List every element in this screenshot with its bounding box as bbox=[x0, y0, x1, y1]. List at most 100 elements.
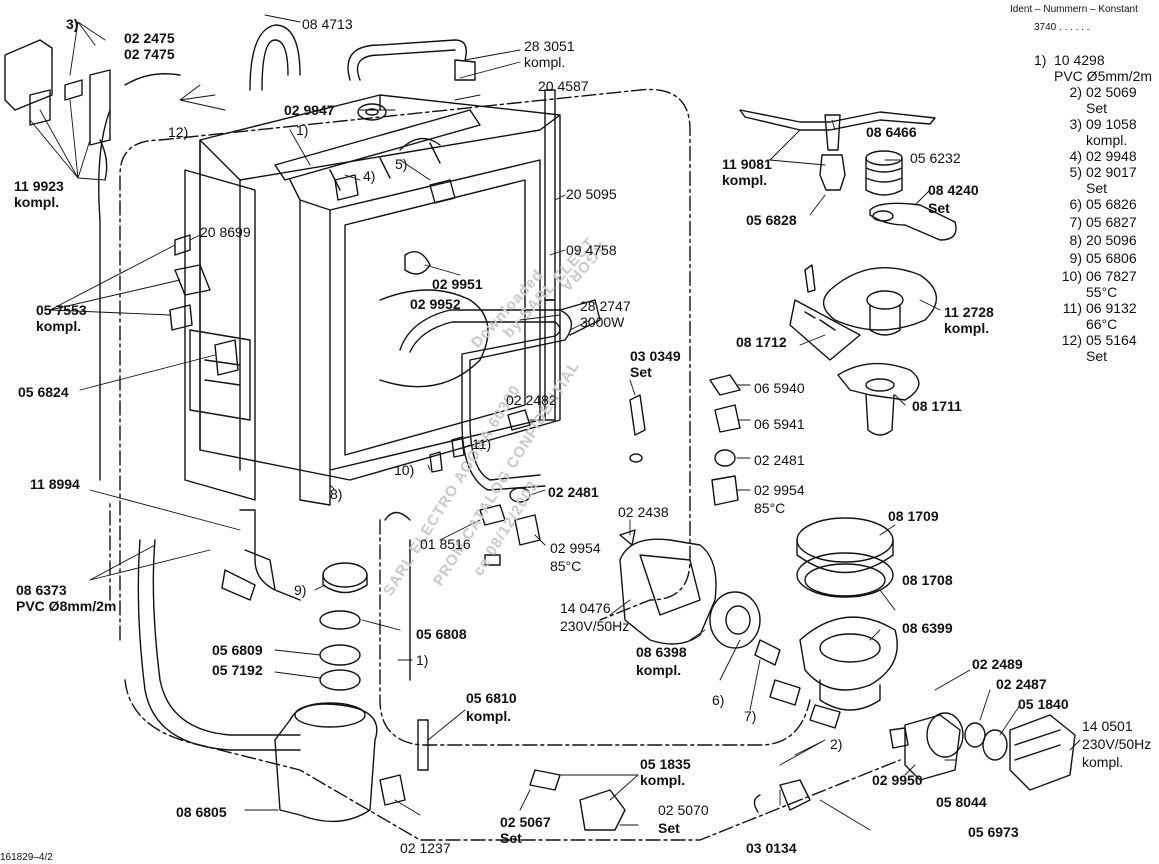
base-outline-lower bbox=[379, 519, 811, 746]
part-094758: 09 4758 bbox=[566, 242, 617, 258]
part-283051: 28 3051 bbox=[524, 38, 575, 54]
tub bbox=[184, 94, 561, 506]
part-084240: 08 4240 bbox=[928, 182, 979, 198]
legend-part: 06 7827 bbox=[1086, 268, 1137, 284]
part-084713: 08 4713 bbox=[302, 16, 353, 32]
part-086466: 08 6466 bbox=[866, 124, 917, 140]
legend-part: 02 5069 bbox=[1086, 84, 1137, 100]
part-058044: 05 8044 bbox=[936, 794, 987, 810]
part-051835-kompl: kompl. bbox=[640, 772, 686, 788]
part-029954-center: 02 9954 bbox=[550, 540, 601, 556]
part-086373: 08 6373 bbox=[16, 582, 67, 598]
legend-note: 66°C bbox=[1086, 316, 1118, 332]
legend-part: 02 9948 bbox=[1086, 148, 1137, 164]
legend-num: 11) bbox=[1062, 300, 1082, 316]
part-065941: 06 5941 bbox=[754, 416, 805, 432]
pump-sump bbox=[274, 511, 429, 823]
top-hoses bbox=[249, 24, 556, 421]
legend-note: kompl. bbox=[1086, 132, 1128, 148]
drain-pump bbox=[619, 538, 841, 729]
part-025070-set: Set bbox=[658, 820, 680, 836]
part-140501-kompl: kompl. bbox=[1082, 754, 1124, 770]
part-140501: 14 0501 bbox=[1082, 718, 1133, 734]
legend-num: 1) bbox=[1034, 52, 1047, 68]
callout-3: 3) bbox=[66, 16, 79, 32]
legend-note: Set bbox=[1086, 100, 1108, 116]
legend-num: 9) bbox=[1069, 250, 1082, 266]
left-hoses bbox=[98, 73, 301, 751]
legend-num: 5) bbox=[1069, 164, 1082, 180]
part-140501-voltage: 230V/50Hz bbox=[1082, 736, 1152, 752]
drawing-number: 161829–4/2 bbox=[0, 852, 53, 863]
center-small-parts bbox=[334, 174, 811, 831]
callout-5: 5) bbox=[395, 156, 408, 172]
part-022481-center: 02 2481 bbox=[548, 484, 599, 500]
part-119081: 11 9081 bbox=[722, 156, 772, 172]
callout-10: 10) bbox=[394, 462, 415, 478]
legend-num: 7) bbox=[1069, 214, 1082, 230]
part-027475: 02 7475 bbox=[124, 46, 175, 62]
filter-assembly bbox=[796, 517, 898, 711]
callout-8: 8) bbox=[330, 486, 343, 502]
part-056808: 05 6808 bbox=[416, 626, 467, 642]
part-204587: 20 4587 bbox=[538, 78, 589, 94]
legend-num: 6) bbox=[1069, 196, 1082, 212]
part-081709: 08 1709 bbox=[888, 508, 939, 524]
heater-element bbox=[399, 299, 601, 491]
part-029952: 02 9952 bbox=[410, 296, 461, 312]
legend-note: 55°C bbox=[1086, 284, 1118, 300]
callout-6: 6) bbox=[712, 692, 725, 708]
legend-part: 05 5164 bbox=[1086, 332, 1137, 348]
part-022482: 02 2482 bbox=[506, 392, 557, 408]
part-205095: 20 5095 bbox=[566, 186, 617, 202]
legend-num: 12) bbox=[1061, 332, 1082, 348]
part-022438: 02 2438 bbox=[618, 504, 669, 520]
part-208699: 20 8699 bbox=[200, 224, 251, 240]
legend-part: 05 6806 bbox=[1086, 250, 1137, 266]
part-056973: 05 6973 bbox=[968, 824, 1019, 840]
leader-lines bbox=[29, 14, 1081, 831]
part-119081-kompl: kompl. bbox=[722, 172, 768, 188]
part-025070: 02 5070 bbox=[658, 802, 709, 818]
part-051835: 05 1835 bbox=[640, 756, 691, 772]
callout-12: 12) bbox=[168, 124, 189, 140]
legend-part: 05 6827 bbox=[1086, 214, 1137, 230]
callout-2: 2) bbox=[830, 736, 843, 752]
part-065940: 06 5940 bbox=[754, 380, 805, 396]
legend-note: PVC Ø5mm/2m bbox=[1054, 68, 1153, 84]
part-086373-spec: PVC Ø8mm/2m bbox=[16, 598, 117, 614]
part-112728: 11 2728 bbox=[944, 304, 994, 320]
part-057553-kompl: kompl. bbox=[36, 318, 82, 334]
part-025067: 02 5067 bbox=[500, 814, 551, 830]
legend-num: 3) bbox=[1069, 116, 1082, 132]
part-056809: 05 6809 bbox=[212, 642, 263, 658]
ident-number: 3740 . . . . . . bbox=[1034, 22, 1090, 33]
part-056810-kompl: kompl. bbox=[466, 708, 512, 724]
part-081708: 08 1708 bbox=[902, 572, 953, 588]
part-057553: 05 7553 bbox=[36, 302, 87, 318]
base-outline bbox=[109, 88, 901, 841]
callout-1-top: 1) bbox=[296, 122, 309, 138]
part-140476-voltage: 230V/50Hz bbox=[560, 618, 630, 634]
part-282747: 28 2747 bbox=[580, 298, 631, 314]
part-056828: 05 6828 bbox=[746, 212, 797, 228]
legend-part: 02 9017 bbox=[1086, 164, 1137, 180]
callout-7: 7) bbox=[744, 708, 757, 724]
part-119923-kompl: kompl. bbox=[14, 194, 60, 210]
part-051840: 05 1840 bbox=[1018, 696, 1069, 712]
part-021237: 02 1237 bbox=[400, 840, 451, 856]
left-valve-parts bbox=[4, 39, 239, 376]
part-030134: 03 0134 bbox=[746, 840, 797, 856]
part-081712: 08 1712 bbox=[736, 334, 787, 350]
part-029954-center-temp: 85°C bbox=[550, 558, 582, 574]
legend-part: 20 5096 bbox=[1086, 232, 1137, 248]
part-030349-set: Set bbox=[630, 364, 652, 380]
part-029950: 02 9950 bbox=[872, 772, 923, 788]
part-140476: 14 0476 bbox=[560, 600, 611, 616]
part-030349: 03 0349 bbox=[630, 348, 681, 364]
legend-note: Set bbox=[1086, 348, 1108, 364]
callout-9: 9) bbox=[294, 582, 307, 598]
legend-num: 10) bbox=[1061, 268, 1082, 284]
part-086398-kompl: kompl. bbox=[636, 662, 682, 678]
